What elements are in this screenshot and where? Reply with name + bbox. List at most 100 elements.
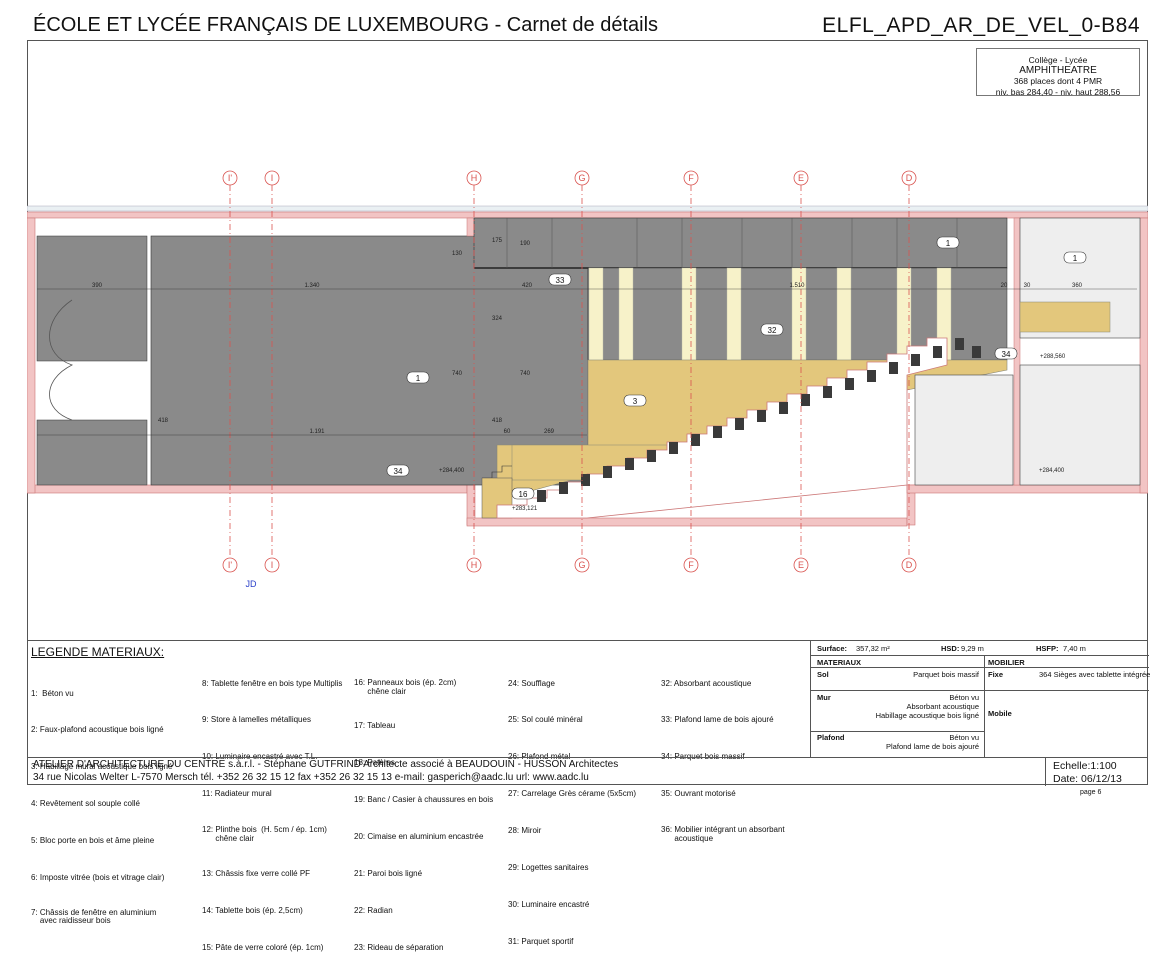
axis-top-0: I' <box>228 173 233 183</box>
mur-value1: Béton vu <box>949 693 979 702</box>
seat-row <box>537 338 981 502</box>
legend-item: 1: Béton vu <box>31 688 74 698</box>
surface-label: Surface: <box>817 644 848 653</box>
date-label: Date: 06/12/13 <box>1053 773 1122 785</box>
axis-bottom-3: G <box>578 560 585 570</box>
mobile-label: Mobile <box>988 709 1012 718</box>
axis-top-5: E <box>798 173 804 183</box>
axis-top-1: I <box>271 173 274 183</box>
room-tag: 16 <box>519 490 528 499</box>
level-label: +288,560 <box>1040 354 1066 360</box>
axis-bottom-0: I' <box>228 560 233 570</box>
legend-item: 11: Radiateur mural <box>202 789 272 799</box>
stamp-line4: niv. bas 284,40 - niv. haut 288,56 <box>995 86 1121 97</box>
dim-label: 1.340 <box>304 283 320 289</box>
axis-top-2: H <box>471 173 478 183</box>
surface-value: 357,32 m² <box>856 644 890 653</box>
legend-title: LEGENDE MATERIAUX: <box>31 645 165 659</box>
legend-item: 26: Plafond métal <box>508 752 571 762</box>
legend-item: 29: Logettes sanitaires <box>508 863 589 873</box>
legend-item: 6: Imposte vitrée (bois et vitrage clair… <box>31 873 165 883</box>
dim-label: 60 <box>504 429 511 435</box>
legend-item: 21: Paroi bois ligné <box>354 868 423 878</box>
dim-label: 360 <box>1072 283 1083 289</box>
room-tag: 32 <box>768 326 777 335</box>
legend-item: 13: Châssis fixe verre collé PF <box>202 868 311 878</box>
mur-value2: Absorbant acoustique <box>906 702 979 711</box>
room-tag: 33 <box>556 276 565 285</box>
legend-item: 9: Store à lamelles métalliques <box>202 715 311 725</box>
left-wall <box>27 217 36 494</box>
dim-label: 130 <box>452 251 463 257</box>
mur-value3: Habillage acoustique bois ligné <box>875 711 979 720</box>
jd-label: JD <box>246 579 258 589</box>
legend-item: 24: Soufflage <box>508 678 556 688</box>
dim-label: 740 <box>452 371 463 377</box>
fixe-label: Fixe <box>988 670 1004 679</box>
room-tag: 1 <box>1073 254 1078 263</box>
legend-item: 35: Ouvrant motorisé <box>661 789 736 799</box>
legend-item: 3: Habillage mural acoustique bois ligné <box>31 762 173 772</box>
axis-bottom-6: D <box>906 560 913 570</box>
room-tag: 1 <box>946 239 951 248</box>
footer-line1: ATELIER D'ARCHITECTURE DU CENTRE s.à.r.l… <box>33 759 619 770</box>
legend-item: 34: Parquet bois massif <box>661 752 745 762</box>
legend-item: 7: Châssis de fenêtre en aluminium avec … <box>31 907 157 926</box>
document-code: ELFL_APD_AR_DE_VEL_0-B84 <box>822 14 1140 37</box>
legend-item: 30: Luminaire encastré <box>508 899 590 909</box>
right-room-lower <box>1019 364 1141 486</box>
upper-gallery <box>473 217 1008 269</box>
dim-label: 1.510 <box>789 283 805 289</box>
legend-item: 31: Parquet sportif <box>508 936 574 946</box>
level-label: +283,121 <box>512 506 538 512</box>
axis-top-6: D <box>906 173 913 183</box>
dim-label: 30 <box>1024 283 1031 289</box>
legend-item: 36: Mobilier intégrant un absorbant acou… <box>661 825 785 844</box>
top-slab <box>27 211 1148 219</box>
hsd-value: 9,29 m <box>961 644 984 653</box>
legend-item: 25: Sol coulé minéral <box>508 715 583 725</box>
scale-label: Echelle:1:100 <box>1053 760 1117 772</box>
legend-item: 10: Luminaire encastré avec T.L. <box>202 752 318 762</box>
legend-col4: 24: Soufflage 25: Sol coulé minéral 26: … <box>508 653 636 973</box>
page-number: page 6 <box>1080 789 1102 796</box>
level-label: +284,400 <box>1039 468 1065 474</box>
legend-col3: 16: Panneaux bois (ép. 2cm) chêne clair … <box>354 653 493 978</box>
dim-label: 190 <box>520 241 531 247</box>
legend-item: 5: Bloc porte en bois et âme pleine <box>31 836 155 846</box>
fixe-value: 364 Sièges avec tablette intégrée <box>1039 670 1151 679</box>
hsfp-label: HSFP: <box>1036 644 1059 653</box>
sol-label: Sol <box>817 670 829 679</box>
stamp-line3: 368 places dont 4 PMR <box>1013 76 1103 86</box>
floor-slab-pit <box>466 517 908 527</box>
dim-label: 420 <box>522 283 533 289</box>
axis-bottom-4: F <box>688 560 694 570</box>
plafond-value2: Plafond lame de bois ajouré <box>886 742 979 751</box>
dim-label: 1.191 <box>309 429 325 435</box>
room-tag: 1 <box>416 374 421 383</box>
materiaux-label: MATERIAUX <box>817 658 862 667</box>
footer-line2: 34 rue Nicolas Welter L-7570 Mersch tél.… <box>33 772 589 783</box>
legend-item: 14: Tablette bois (ép. 2,5cm) <box>202 905 303 915</box>
mobilier-label: MOBILIER <box>988 658 1025 667</box>
axis-top-3: G <box>578 173 585 183</box>
room-tag: 3 <box>633 397 638 406</box>
dim-label: 324 <box>492 316 503 322</box>
room-stamp: Collège - Lycée AMPHITHEATRE 368 places … <box>976 48 1140 97</box>
legend-item: 20: Cimaise en aluminium encastrée <box>354 831 484 841</box>
dim-label: 418 <box>492 418 503 424</box>
plafond-label: Plafond <box>817 733 845 742</box>
axis-bottom-1: I <box>271 560 274 570</box>
legend-item: 8: Tablette fenêtre en bois type Multipl… <box>202 678 343 688</box>
legend-col1: 1: Béton vu 2: Faux-plafond acoustique b… <box>31 663 172 951</box>
title-block-footer: ATELIER D'ARCHITECTURE DU CENTRE s.à.r.l… <box>27 757 1148 786</box>
legend-item: 4: Revêtement sol souple collé <box>31 799 140 809</box>
floor-slab-left <box>27 484 468 494</box>
axis-bottom-5: E <box>798 560 804 570</box>
legend-item: 2: Faux-plafond acoustique bois ligné <box>31 725 164 735</box>
legend-item: 32: Absorbant acoustique <box>661 678 752 688</box>
sol-value: Parquet bois massif <box>913 670 979 679</box>
legend-item: 23: Rideau de séparation <box>354 942 444 952</box>
properties-header-row <box>811 641 1149 656</box>
hsfp-value: 7,40 m <box>1063 644 1086 653</box>
